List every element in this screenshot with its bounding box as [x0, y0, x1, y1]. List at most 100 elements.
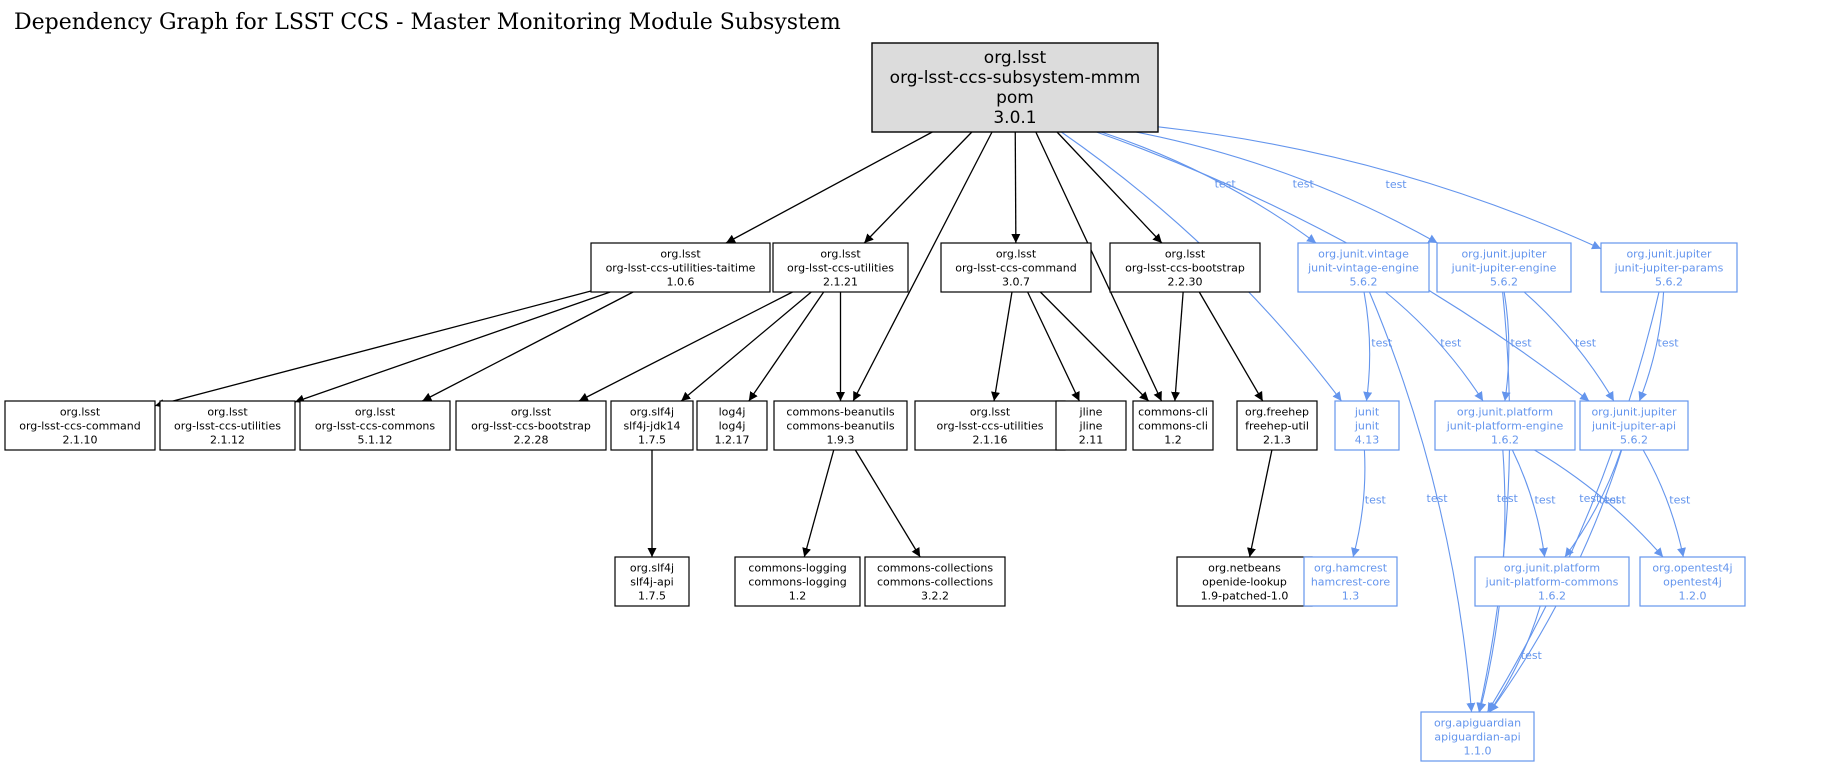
edge-label: test	[1605, 494, 1627, 507]
node-label-line: 2.1.16	[973, 433, 1008, 446]
edge-taitime-to-commons_5112	[422, 291, 634, 402]
edge-vintage-to-platform_engine: test	[1385, 291, 1484, 402]
node-box	[696, 400, 768, 451]
node-label-line: apiguardian-api	[1434, 730, 1520, 743]
node-vintage: org.junit.vintagejunit-vintage-engine5.6…	[1297, 242, 1430, 293]
node-label-line: org.opentest4j	[1652, 561, 1732, 574]
edge-label: test	[1669, 494, 1691, 507]
edge-root-to-utilities_2121	[863, 131, 973, 244]
edge-platform_engine-to-platform_commons: test	[1511, 449, 1557, 558]
edge-taitime-to-command_2110	[154, 290, 592, 408]
node-label-line: 2.1.10	[63, 433, 98, 446]
edge-bootstrap_2230-to-commons_cli	[1171, 291, 1184, 402]
node-label-line: 1.6.2	[1491, 433, 1519, 446]
edge-utilities_2121-to-log4j	[748, 291, 825, 402]
node-label-line: 5.1.12	[358, 433, 393, 446]
node-box	[772, 242, 909, 293]
node-label-line: org.apiguardian	[1434, 716, 1521, 729]
node-label-line: org.lsst	[511, 405, 552, 418]
node-label-line: junit-vintage-engine	[1307, 261, 1419, 274]
node-label-line: org-lsst-ccs-utilities	[174, 419, 281, 432]
node-box	[940, 242, 1092, 293]
node-platform_commons: org.junit.platformjunit-platform-commons…	[1474, 556, 1630, 607]
edge-root-to-jupiter_engine: test	[1135, 131, 1438, 244]
edge-line	[854, 449, 921, 558]
node-label-line: 2.2.30	[1168, 275, 1203, 288]
edge-root-to-bootstrap_2230	[1056, 131, 1163, 244]
node-box	[914, 400, 1066, 451]
node-label-line: junit-platform-engine	[1446, 419, 1564, 432]
edge-jupiter_api-to-platform_commons: test	[1564, 449, 1622, 558]
node-box	[1639, 556, 1746, 607]
node-label-line: 1.1.0	[1464, 744, 1492, 757]
node-label-line: org.lsst	[207, 405, 248, 418]
edge-line	[1198, 291, 1264, 402]
node-label-line: org.lsst	[820, 247, 861, 260]
node-box	[1297, 242, 1430, 293]
node-label-line: org-lsst-ccs-subsystem-mmm	[890, 68, 1141, 88]
node-box	[1434, 400, 1576, 451]
node-label-line: org.junit.platform	[1504, 561, 1600, 574]
node-label-line: 1.9-patched-1.0	[1201, 589, 1289, 602]
node-label-line: org-lsst-ccs-utilities	[787, 261, 894, 274]
node-label-line: opentest4j	[1663, 575, 1722, 588]
node-label-line: jline	[1079, 419, 1103, 432]
edge-line	[1638, 291, 1665, 402]
node-label-line: junit	[1354, 405, 1380, 418]
edge-line	[1385, 291, 1484, 402]
node-box	[734, 556, 861, 607]
edge-line	[1564, 449, 1622, 558]
node-label-line: commons-cli	[1138, 405, 1208, 418]
edge-root-to-commons_cli	[1035, 131, 1163, 402]
edge-line	[680, 291, 812, 402]
edge-jupiter_api-to-opentest4j: test	[1642, 449, 1691, 558]
node-label-line: 5.6.2	[1655, 275, 1683, 288]
node-label-line: org-lsst-ccs-utilities	[937, 419, 1044, 432]
node-box	[871, 42, 1159, 133]
edge-label: test	[1535, 494, 1557, 507]
node-label-line: 1.7.5	[638, 433, 666, 446]
edge-line	[1488, 605, 1541, 713]
edge-line	[863, 131, 973, 244]
edge-label: test	[1386, 178, 1408, 191]
edge-line	[1039, 291, 1150, 402]
edge-root-to-command_307	[1011, 131, 1021, 244]
node-box	[864, 556, 1006, 607]
edge-line	[1534, 449, 1664, 558]
graph-title: Dependency Graph for LSST CCS - Master M…	[14, 10, 841, 35]
node-label-line: junit-jupiter-api	[1591, 419, 1676, 432]
edge-utilities_2121-to-slf4j_jdk14	[680, 291, 812, 402]
node-label-line: 1.6.2	[1538, 589, 1566, 602]
node-box	[1334, 400, 1400, 451]
node-label-line: commons-beanutils	[786, 419, 894, 432]
node-label-line: org.slf4j	[630, 405, 674, 418]
node-label-line: 5.6.2	[1490, 275, 1518, 288]
node-box	[1132, 400, 1214, 451]
edge-line	[1351, 449, 1366, 558]
edge-label: test	[1521, 649, 1543, 662]
node-label-line: org-lsst-ccs-command	[19, 419, 141, 432]
edge-command_307-to-jline	[1027, 291, 1080, 402]
edge-line	[1642, 449, 1686, 558]
node-label-line: org.lsst	[60, 405, 101, 418]
node-label-line: org.slf4j	[630, 561, 674, 574]
edge-line	[1035, 131, 1163, 402]
edge-jupiter_engine-to-apiguardian: test	[1476, 291, 1519, 713]
node-box	[1579, 400, 1689, 451]
node-label-line: org.lsst	[1165, 247, 1206, 260]
node-box	[614, 556, 690, 607]
edge-line	[1157, 126, 1602, 250]
node-box	[1236, 400, 1318, 451]
node-label-line: 3.0.1	[993, 108, 1036, 128]
edge-beanutils-to-commons_logging	[802, 449, 835, 558]
node-label-line: 1.9.3	[827, 433, 855, 446]
node-label-line: org.junit.jupiter	[1461, 247, 1547, 260]
node-label-line: 2.1.12	[210, 433, 245, 446]
node-box	[4, 400, 156, 451]
edge-jupiter_engine-to-platform_engine: test	[1501, 291, 1532, 402]
